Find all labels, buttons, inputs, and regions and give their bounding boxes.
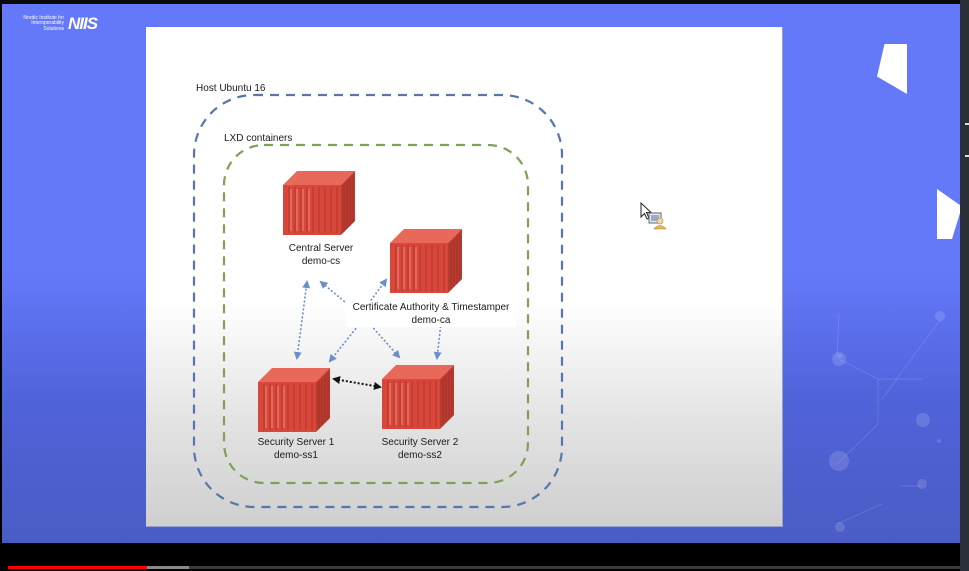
decorative-shape (937, 189, 960, 239)
node-security-server-1: Security Server 1 demo-ss1 (246, 436, 346, 462)
edge-mark (965, 155, 969, 157)
node-name: Central Server (288, 243, 354, 254)
video-frame[interactable]: Nordic Institute for Interoperability So… (2, 4, 960, 543)
window-edge (960, 0, 969, 571)
node-id: demo-ss1 (274, 450, 318, 461)
container-icon-central-server (282, 170, 356, 236)
arrow-ss1-ss2 (332, 376, 382, 390)
network-decoration (829, 311, 945, 532)
progress-bar[interactable] (8, 566, 960, 569)
container-icon-ca (389, 228, 463, 294)
node-id: demo-ss2 (398, 450, 442, 461)
logo-line-2: Interoperability (31, 20, 64, 27)
arrow-cs-ss1 (293, 280, 311, 360)
container-icon-ss2 (381, 364, 455, 430)
niis-logo: Nordic Institute for Interoperability So… (16, 14, 98, 34)
node-name: Security Server 1 (257, 437, 335, 448)
diagram: Host Ubuntu 16 LXD containers (192, 83, 564, 509)
lxd-boundary (222, 143, 530, 485)
slide: Host Ubuntu 16 LXD containers Central Se… (146, 27, 783, 527)
logo-org-name: Nordic Institute for Interoperability So… (16, 14, 64, 33)
arrow-ca-ss2 (367, 321, 401, 359)
host-label: Host Ubuntu 16 (196, 83, 266, 94)
host-boundary (192, 93, 564, 509)
arrow-ca-to-ss2 (433, 313, 443, 360)
arrow-ca-cs (319, 280, 352, 308)
node-name: Certificate Authority & Timestamper (352, 302, 510, 313)
node-security-server-2: Security Server 2 demo-ss2 (370, 436, 470, 462)
edge-mark (965, 123, 969, 125)
logo-line-3: Solutions (43, 25, 64, 32)
node-name: Security Server 2 (381, 437, 459, 448)
arrow-ca-ss1 (328, 321, 362, 363)
pointer-with-remote-user-icon (640, 201, 667, 230)
node-central-server: Central Server demo-cs (276, 242, 366, 268)
node-certificate-authority: Certificate Authority & Timestamper demo… (346, 301, 516, 327)
node-id: demo-ca (411, 315, 451, 326)
lxd-label: LXD containers (224, 133, 292, 144)
progress-played[interactable] (8, 566, 147, 569)
logo-mark: NIIS (68, 14, 98, 33)
container-icon-ss1 (257, 367, 331, 433)
top-bar (0, 0, 969, 4)
logo-line-1: Nordic Institute for (23, 14, 64, 21)
node-id: demo-cs (301, 256, 341, 267)
